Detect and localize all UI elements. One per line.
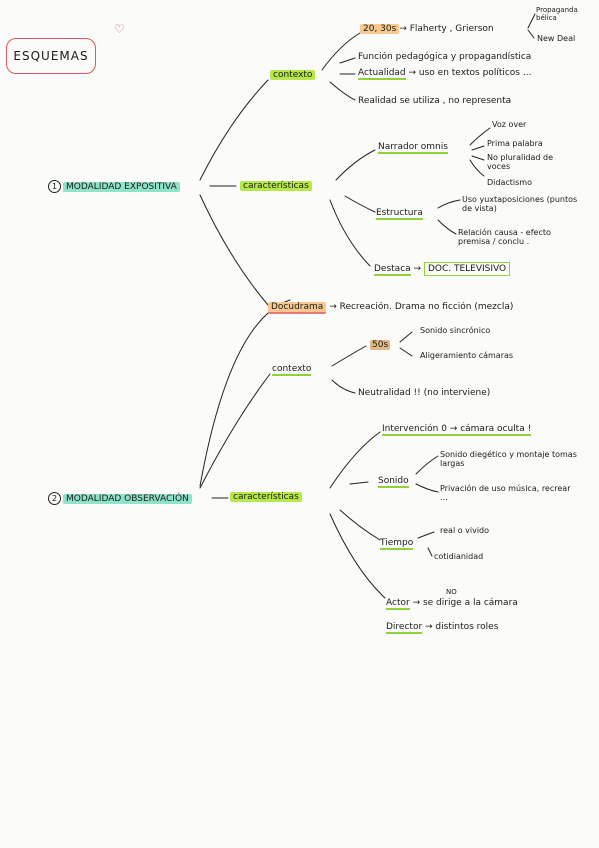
m1-narrador: Narrador omnis — [378, 142, 448, 155]
m2-actor-line: Actor → se dirige a la cámara — [386, 598, 518, 610]
line-est-a — [437, 199, 461, 209]
m2-intervencion: Intervención 0 → cámara oculta ! — [382, 424, 532, 437]
line-narr-a — [469, 127, 491, 146]
line-m2ctx-neutral — [331, 379, 356, 394]
m1-ctx-year-line: 20, 30s→ Flaherty , Grierson — [360, 24, 494, 34]
m1-number: 1 — [48, 180, 61, 193]
m2-director-rest: → distintos roles — [425, 622, 499, 632]
m1-caracteristicas: características — [240, 181, 312, 192]
m1-docudrama: Docudrama — [268, 302, 327, 314]
line-son-b — [415, 483, 439, 493]
m1-est-item-1: Relación causa - efecto premisa / conclu… — [458, 228, 551, 247]
m2-caracteristicas: características — [230, 492, 302, 503]
m2-year-item-0: Sonido sincrónico — [420, 326, 491, 335]
line-narr-d — [469, 159, 485, 177]
m2-sonido-item-0: Sonido diegético y montaje tomas largas — [440, 450, 577, 469]
m2-label: MODALIDAD OBSERVACIÓN — [63, 494, 192, 504]
m1-ctx-realidad: Realidad se utiliza , no representa — [358, 96, 512, 106]
m1-ctx-year: 20, 30s — [360, 24, 400, 34]
m1-narr-item-1: Prima palabra — [487, 139, 543, 148]
m1-destaca: Destaca — [374, 264, 411, 276]
m1-ctx-year-rest: → Flaherty , Grierson — [399, 24, 494, 34]
line-m2-top — [199, 299, 291, 487]
line-tie-b — [427, 547, 433, 557]
line-m1-contexto — [199, 79, 269, 181]
m1-narr-item-2: No pluralidad de voces — [487, 153, 554, 172]
line-narr-c — [471, 155, 485, 161]
line-car-narrador — [335, 149, 376, 181]
line-est-b — [437, 219, 457, 235]
m2-sonido-item-1: Privación de uso música, recrear ... — [440, 484, 571, 503]
m2-contexto: contexto — [272, 364, 312, 377]
m1-ctx-newdeal: New Deal — [537, 34, 576, 43]
line-m2-contexto — [199, 373, 271, 489]
m2-year-item-1: Aligeramiento cámaras — [420, 351, 514, 360]
m1-narr-item-0: Voz over — [492, 120, 527, 129]
line-m2car-tiempo — [339, 509, 381, 541]
m1-ctx-actual: Actualidad — [358, 68, 406, 80]
m1-ctx-actual-line: Actualidad → uso en textos políticos ... — [358, 68, 532, 80]
m1-destaca-val: DOC. TELEVISIVO — [423, 262, 511, 276]
m1-estructura: Estructura — [376, 208, 423, 221]
line-ctx-year — [321, 32, 361, 71]
m2-director: Director — [386, 622, 423, 634]
m2-actor: Actor — [386, 598, 410, 610]
line-ctx-realidad — [329, 81, 356, 101]
m1-ctx-func: Función pedagógica y propagandística — [358, 52, 532, 62]
heart-icon: ♡ — [114, 22, 125, 36]
line-car-destaca — [329, 199, 371, 267]
m2-director-line: Director → distintos roles — [386, 622, 499, 634]
m2-sonido: Sonido — [378, 476, 409, 489]
line-m2ctx-year — [331, 345, 367, 367]
m1-docudrama-val: → Recreación. Drama no ficción (mezcla) — [329, 302, 514, 312]
line-tie-a — [417, 531, 435, 539]
m1-est-item-0: Uso yuxtaposiciones (puntos de vista) — [462, 195, 578, 214]
line-50s-b — [399, 347, 413, 357]
m2-year: 50s — [370, 340, 391, 351]
title-box: ESQUEMAS — [6, 38, 96, 74]
line-prop-slash — [527, 13, 536, 29]
m1-destaca-line: Destaca → DOC. TELEVISIVO — [374, 262, 511, 276]
m1-contexto: contexto — [270, 70, 316, 81]
m2-tiempo: Tiempo — [380, 538, 414, 551]
line-newdeal-slash — [527, 29, 535, 39]
line-m1-docudrama — [199, 194, 269, 306]
line-m2car-interv — [329, 431, 381, 489]
m2-tiempo-item-0: real o vivido — [440, 526, 490, 535]
line-m2car-sonido — [349, 481, 369, 485]
m2-actor-rest: → se dirige a la cámara — [412, 598, 518, 608]
m1-docudrama-line: Docudrama → Recreación. Drama no ficción… — [268, 302, 514, 314]
m2-neutral: Neutralidad !! (no interviene) — [358, 388, 491, 398]
line-ctx-func — [339, 57, 356, 64]
m1-ctx-prop: Propaganda bélica — [536, 6, 578, 23]
m1-ctx-actual-rest: → uso en textos políticos ... — [408, 68, 532, 78]
line-50s-a — [399, 331, 413, 343]
m1-narr-item-3: Didactismo — [487, 178, 532, 187]
line-son-a — [415, 455, 439, 475]
m2-number: 2 — [48, 492, 61, 505]
line-m2car-actor — [329, 513, 386, 599]
page-title: ESQUEMAS — [13, 49, 89, 63]
m2-tiempo-item-1: cotidianidad — [434, 552, 484, 561]
m2-actor-no: NO — [446, 588, 457, 596]
line-car-estructura — [344, 195, 376, 213]
m1-label: MODALIDAD EXPOSITIVA — [63, 182, 180, 192]
line-narr-b — [471, 145, 485, 151]
